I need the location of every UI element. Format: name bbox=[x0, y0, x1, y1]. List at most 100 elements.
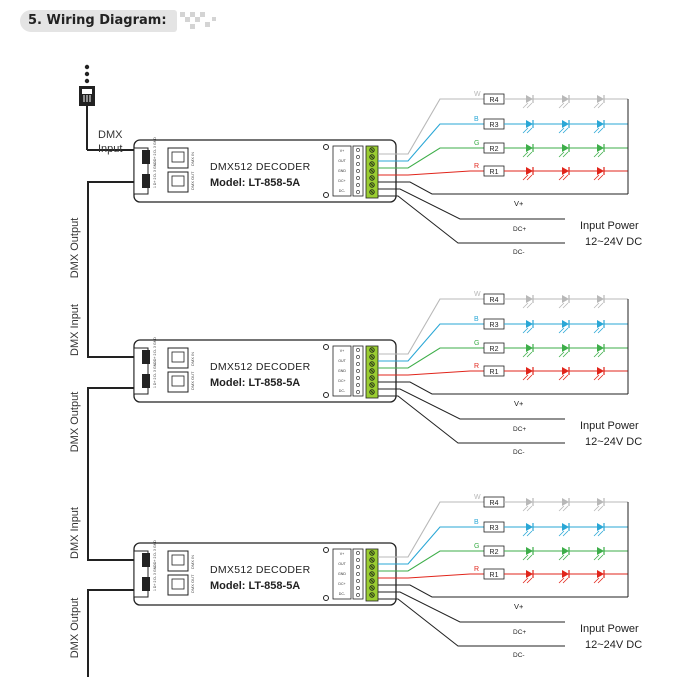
led-icon bbox=[522, 523, 534, 537]
side-label-dmx-output-1: DMX Output bbox=[69, 218, 81, 279]
wire-letter-r2: G bbox=[474, 140, 479, 147]
led-ray bbox=[562, 327, 569, 334]
side-label-dmx-input-3: DMX Input bbox=[69, 507, 81, 559]
pin-hole bbox=[356, 348, 360, 352]
led-triangle bbox=[562, 144, 569, 152]
led-ray bbox=[593, 554, 600, 561]
dc-minus-label: DC- bbox=[513, 652, 525, 659]
led-ray bbox=[522, 127, 529, 134]
resistor-label-r2: R2 bbox=[490, 346, 499, 353]
dc-minus-wire bbox=[378, 395, 565, 444]
socket-inner bbox=[171, 375, 185, 387]
led-icon bbox=[558, 523, 570, 537]
input-power-voltage: 12~24V DC bbox=[585, 436, 642, 448]
led-triangle bbox=[526, 498, 533, 506]
led-ray bbox=[562, 127, 569, 134]
led-ray bbox=[526, 127, 533, 134]
screw-slot bbox=[370, 155, 374, 159]
wire-letter-r2: G bbox=[474, 543, 479, 550]
pin-hole bbox=[356, 176, 360, 180]
dmx-out-label: DMX OUT bbox=[190, 171, 195, 190]
side-label-dmx-output-3: DMX Output bbox=[69, 598, 81, 659]
wire-letter-r3: B bbox=[474, 316, 479, 323]
dc-plus-wire bbox=[378, 188, 565, 220]
led-triangle bbox=[526, 367, 533, 375]
led-ray bbox=[597, 151, 604, 158]
terminal-label: DC- bbox=[339, 592, 346, 596]
led-ray bbox=[593, 374, 600, 381]
led-triangle bbox=[562, 120, 569, 128]
led-ray bbox=[562, 302, 569, 309]
terminal-label: V+ bbox=[340, 349, 345, 353]
terminal-label-box bbox=[332, 345, 352, 397]
screw-slot bbox=[370, 148, 374, 152]
led-ray bbox=[593, 530, 600, 537]
led-ray bbox=[597, 530, 604, 537]
led-triangle bbox=[597, 295, 604, 303]
led-triangle bbox=[526, 144, 533, 152]
dc-minus-wire bbox=[378, 195, 565, 244]
screw-slot bbox=[370, 551, 374, 555]
led-triangle bbox=[562, 320, 569, 328]
mount-hole bbox=[323, 392, 329, 398]
decoder-model: Model: LT-858-5A bbox=[210, 377, 300, 389]
led-ray bbox=[597, 505, 604, 512]
dc-plus-label: DC+ bbox=[513, 426, 526, 433]
decoder-model: Model: LT-858-5A bbox=[210, 177, 300, 189]
socket-inner bbox=[171, 151, 185, 163]
dmx-in-label: DMX IN bbox=[190, 152, 195, 166]
pin-column bbox=[352, 145, 364, 197]
screw-slot bbox=[370, 369, 374, 373]
socket-inner bbox=[171, 578, 185, 590]
dc-plus-label: DC+ bbox=[513, 629, 526, 636]
port-pins-label: 1 D+ 2 D- 3 GND bbox=[153, 540, 157, 567]
led-icon bbox=[593, 498, 605, 512]
screw-slot bbox=[370, 190, 374, 194]
screw-slot bbox=[370, 162, 374, 166]
vplus-wire bbox=[378, 181, 628, 195]
screw-slot bbox=[370, 348, 374, 352]
dc-minus-label: DC- bbox=[513, 449, 525, 456]
pin-hole bbox=[356, 183, 360, 187]
wire-letter-r1: R bbox=[474, 566, 479, 573]
socket-inner bbox=[171, 554, 185, 566]
led-ray bbox=[593, 577, 600, 584]
dmx-input-top-line2: Input bbox=[98, 143, 122, 155]
dc-plus-label: DC+ bbox=[513, 226, 526, 233]
terminal-label-box bbox=[332, 548, 352, 600]
led-icon bbox=[593, 120, 605, 134]
led-triangle bbox=[597, 570, 604, 578]
resistor-label-r3: R3 bbox=[490, 525, 499, 532]
dmx-in-label: DMX IN bbox=[190, 555, 195, 569]
socket-inner bbox=[171, 175, 185, 187]
led-ray bbox=[522, 505, 529, 512]
led-ray bbox=[526, 577, 533, 584]
led-ray bbox=[522, 374, 529, 381]
led-ray bbox=[558, 327, 565, 334]
input-power-label: Input Power bbox=[580, 623, 639, 635]
pin-hole bbox=[356, 376, 360, 380]
wire-letter-r4: W bbox=[474, 91, 481, 98]
led-triangle bbox=[526, 167, 533, 175]
led-ray bbox=[526, 327, 533, 334]
screw-slot bbox=[370, 362, 374, 366]
screw-slot bbox=[370, 586, 374, 590]
terminal-label: GND bbox=[338, 572, 346, 576]
led-triangle bbox=[526, 95, 533, 103]
dmx-input-top-line1: DMX bbox=[98, 129, 123, 141]
led-ray bbox=[562, 102, 569, 109]
led-ray bbox=[562, 151, 569, 158]
side-label-dmx-input-2: DMX Input bbox=[69, 304, 81, 356]
led-ray bbox=[562, 351, 569, 358]
led-ray bbox=[526, 174, 533, 181]
led-ray bbox=[597, 327, 604, 334]
led-triangle bbox=[526, 295, 533, 303]
wire-letter-r3: B bbox=[474, 116, 479, 123]
terminal-label: DC+ bbox=[338, 179, 345, 183]
led-triangle bbox=[562, 547, 569, 555]
led-ray bbox=[526, 351, 533, 358]
dmx-out-label: DMX OUT bbox=[190, 574, 195, 593]
led-ray bbox=[522, 151, 529, 158]
vplus-wire bbox=[378, 584, 628, 598]
